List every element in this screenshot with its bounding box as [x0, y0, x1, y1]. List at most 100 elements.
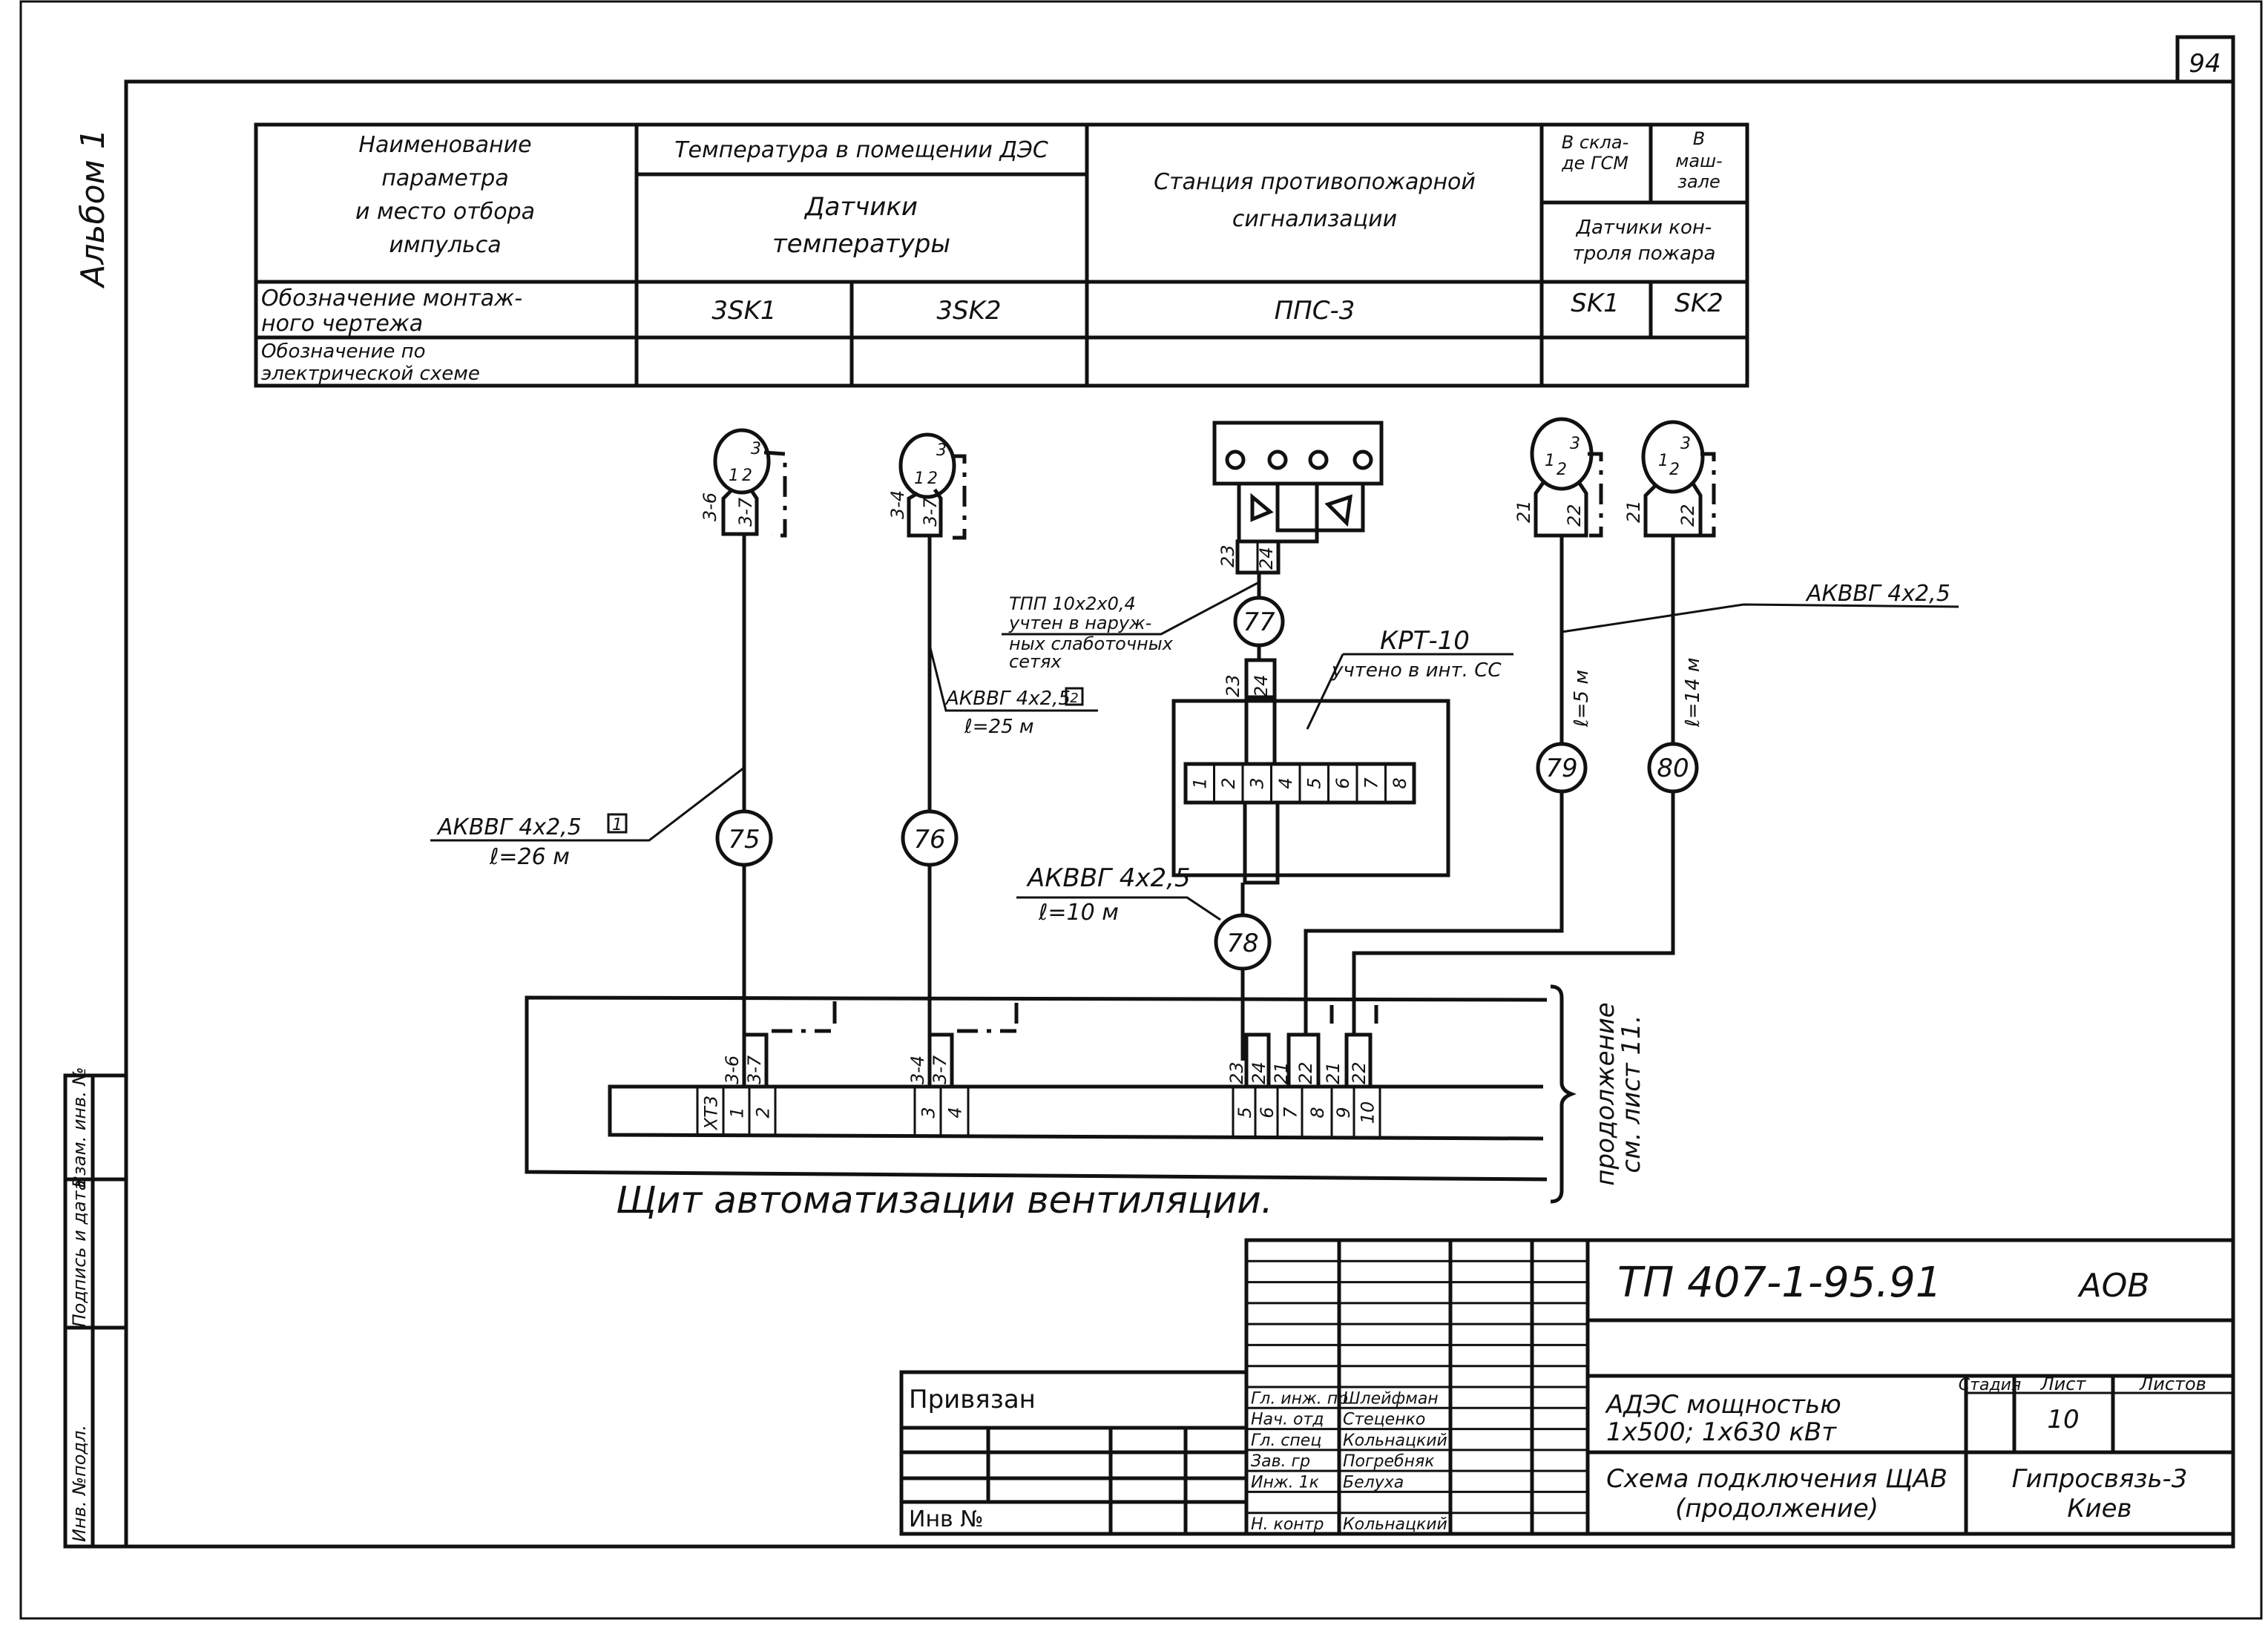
wire-label: 21: [1513, 500, 1534, 523]
album-label: Альбом 1: [74, 128, 112, 289]
wire-label: 23: [1223, 674, 1243, 697]
page-number: 94: [2189, 49, 2221, 79]
designation-sk2: SK2: [1674, 289, 1723, 318]
cabinet-wire-label: 3-4: [907, 1055, 928, 1084]
sensor-terminal: 2: [742, 467, 752, 485]
machine-hall-2: маш-: [1675, 151, 1722, 171]
krt-terminal: 5: [1304, 777, 1324, 788]
cable-type: АКВВГ 4х2,5: [436, 814, 582, 840]
cabinet-terminal: 6: [1257, 1107, 1278, 1118]
stamp-signature-date: Подпись и дата: [69, 1180, 90, 1328]
terminal-circle: [1225, 449, 1246, 470]
krt-terminal: 4: [1275, 777, 1296, 788]
sensor-3sk1: 1 2 3 3-6 3-7: [700, 428, 787, 812]
cable-note: учтен в наруж-: [1008, 613, 1151, 633]
temp-group-title: Температура в помещении ДЭС: [674, 137, 1048, 163]
signature-role: Гл. инж. пр: [1251, 1389, 1348, 1408]
wire-label: 3-4: [887, 490, 908, 519]
terminal-circle: [1352, 449, 1373, 470]
wire-label: 23: [1217, 544, 1238, 567]
cabinet-terminal: 4: [945, 1107, 966, 1118]
organization-2: Киев: [2067, 1494, 2131, 1523]
designation-pps3: ППС-3: [1275, 296, 1355, 326]
krt-note: учтено в инт. СС: [1331, 659, 1502, 682]
temp-sensors-1: Датчики: [803, 192, 918, 222]
title-block: ТП 407-1-95.91 АОВ АДЭС мощностью 1х500;…: [1585, 1238, 2235, 1536]
cabinet-wire-label: 22: [1349, 1061, 1370, 1084]
cable-mark: 1: [612, 816, 622, 834]
cabinet-terminal: 7: [1281, 1107, 1301, 1119]
cable-number: 77: [1243, 607, 1275, 637]
row-header-elec-1: Обозначение по: [261, 340, 426, 363]
sheets-label: Листов: [2139, 1374, 2206, 1394]
sensor-terminal: 2: [1557, 461, 1567, 479]
fire-station-2: сигнализации: [1232, 206, 1397, 232]
wire-label: 3-7: [920, 497, 941, 527]
cabinet-title: Щит автоматизации вентиляции.: [616, 1179, 1273, 1222]
cable-length: ℓ=26 м: [489, 844, 570, 870]
terminal-circle: [1267, 449, 1288, 470]
page-number-box: [2175, 35, 2235, 84]
signature-role: Гл. спец: [1251, 1432, 1321, 1450]
cable-length: ℓ=25 м: [964, 716, 1034, 738]
cable-number: 80: [1657, 754, 1689, 783]
sensor-terminal: 3: [1570, 435, 1580, 453]
krt-terminal: 7: [1361, 777, 1381, 789]
sensor-terminal: 1: [914, 470, 924, 488]
signature-name: Стеценко: [1343, 1411, 1425, 1429]
binding-title: Привязан: [909, 1385, 1036, 1414]
wire-label: 24: [1251, 674, 1272, 697]
stamp-replacement-inv: Взам. инв. №: [69, 1067, 90, 1188]
cabinet-wire-label: 21: [1271, 1061, 1292, 1084]
cable-78: 78 АКВВГ 4х2,5 ℓ=10 м: [1016, 863, 1272, 1061]
sensor-terminal: 2: [927, 470, 938, 488]
cabinet-wire-label: 3-7: [930, 1055, 950, 1084]
warehouse-2: де ГСМ: [1561, 153, 1628, 174]
signature-role: Нач. отд: [1251, 1411, 1324, 1429]
drawing-frame: [124, 79, 2235, 1549]
left-stamp: Инв. №подл. Подпись и дата Взам. инв. №: [63, 1067, 128, 1549]
wire-label: 3-7: [735, 497, 756, 527]
cable-type: АКВВГ 4х2,5: [1026, 863, 1191, 893]
machine-hall-1: В: [1693, 128, 1705, 149]
cabinet-terminal: 10: [1358, 1101, 1378, 1124]
signature-name: Кольнацкий: [1343, 1515, 1447, 1534]
drawing-section: АОВ: [2077, 1267, 2150, 1305]
cable-type: АКВВГ 4х2,5: [944, 688, 1071, 710]
signature-name: Шлейфман: [1343, 1389, 1439, 1408]
sensor-terminal: 1: [1658, 452, 1669, 470]
signature-role: Инж. 1к: [1251, 1473, 1320, 1492]
object-name-2: 1х500; 1х630 кВт: [1606, 1417, 1837, 1447]
cabinet-wire-label: 3-6: [722, 1055, 743, 1084]
cabinet-terminal: 1: [727, 1107, 748, 1118]
cable-79-80-leader: [1561, 603, 1959, 633]
cable-length: ℓ=14 м: [1682, 658, 1704, 728]
sensor-3sk2: 1 2 3 3-4 3-7: [887, 432, 967, 812]
sensor-sk2: 1 2 3 21 22: [1623, 420, 1716, 745]
row-header-name-2: параметра: [381, 165, 508, 191]
cable-79: 79 ℓ=5 м: [1304, 670, 1593, 1035]
pps3-station: 23 24: [1212, 421, 1384, 599]
signature-name: Кольнацкий: [1343, 1432, 1447, 1450]
sensor-terminal: 2: [1669, 461, 1680, 479]
row-header-name-1: Наименование: [358, 132, 531, 158]
wire-label: 3-6: [700, 492, 720, 521]
designation-3sk1: 3SK1: [711, 296, 776, 326]
signature-name: Белуха: [1343, 1473, 1404, 1492]
cable-type: ТПП 10х2х0,4: [1009, 593, 1136, 614]
cable-number: 75: [728, 825, 760, 854]
cable-note: ных слаботочных: [1009, 633, 1174, 654]
cable-number: 76: [913, 825, 945, 854]
cabinet-terminal: 9: [1333, 1107, 1354, 1118]
sensor-terminal: 3: [751, 440, 761, 458]
cable-number: 79: [1545, 754, 1577, 783]
wire-label: 24: [1256, 547, 1277, 570]
sensor-sk1: 2 3 1 21 22: [1513, 417, 1603, 745]
row-header-mount-2: ного чертежа: [261, 311, 423, 337]
row-header-name-4: импульса: [389, 232, 501, 258]
cable-76: 76 АКВВГ 4х2,5 2 ℓ=25 м: [901, 645, 1098, 1016]
